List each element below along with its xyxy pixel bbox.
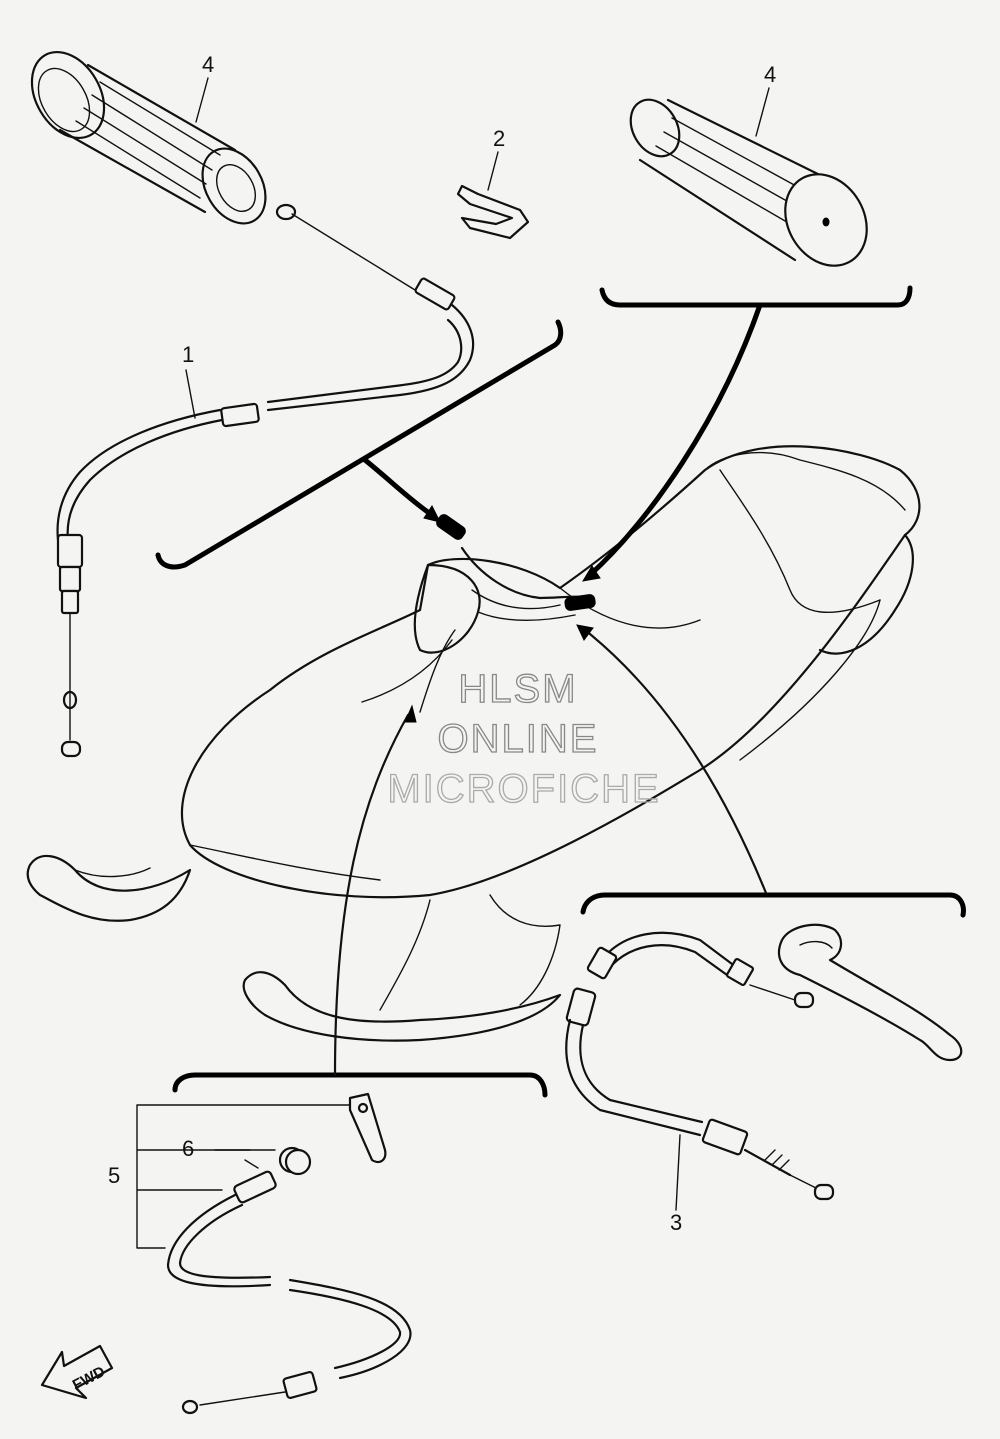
left-grip-part bbox=[30, 50, 416, 291]
callout-1: 1 bbox=[182, 342, 194, 367]
brake-cable-part bbox=[565, 923, 963, 1201]
callout-5: 5 bbox=[108, 1163, 120, 1188]
fwd-label: FWD bbox=[70, 1363, 108, 1394]
fwd-arrow-icon: FWD bbox=[40, 1344, 114, 1400]
bracket-group-right-grip bbox=[582, 285, 913, 582]
watermark-line-1: HLSM bbox=[458, 667, 577, 711]
watermark-line-3: MICROFICHE bbox=[387, 767, 660, 811]
switch-assembly-part bbox=[136, 1092, 412, 1415]
leader-4-left bbox=[195, 77, 209, 123]
callout-6: 6 bbox=[182, 1136, 194, 1161]
callout-3: 3 bbox=[670, 1210, 682, 1235]
clip-part bbox=[456, 184, 530, 240]
leader-1 bbox=[185, 369, 196, 419]
watermark-line-2: ONLINE bbox=[438, 717, 599, 761]
bracket-group-brake bbox=[576, 624, 966, 918]
leader-4-right bbox=[755, 87, 770, 137]
throttle-cable-part bbox=[56, 277, 475, 758]
leader-2 bbox=[487, 151, 499, 191]
right-grip-part bbox=[629, 98, 868, 267]
snowmobile-body bbox=[26, 445, 921, 1042]
callout-4-left: 4 bbox=[202, 52, 214, 77]
callout-4-right: 4 bbox=[764, 62, 776, 87]
bracket-group-throttle bbox=[155, 319, 564, 570]
callout-labels: 1 2 3 4 4 5 6 bbox=[108, 52, 776, 1235]
bracket-group-switch bbox=[172, 704, 548, 1098]
watermark: HLSM ONLINE MICROFICHE bbox=[387, 666, 660, 811]
leader-3 bbox=[675, 1134, 681, 1211]
callout-2: 2 bbox=[493, 126, 505, 151]
